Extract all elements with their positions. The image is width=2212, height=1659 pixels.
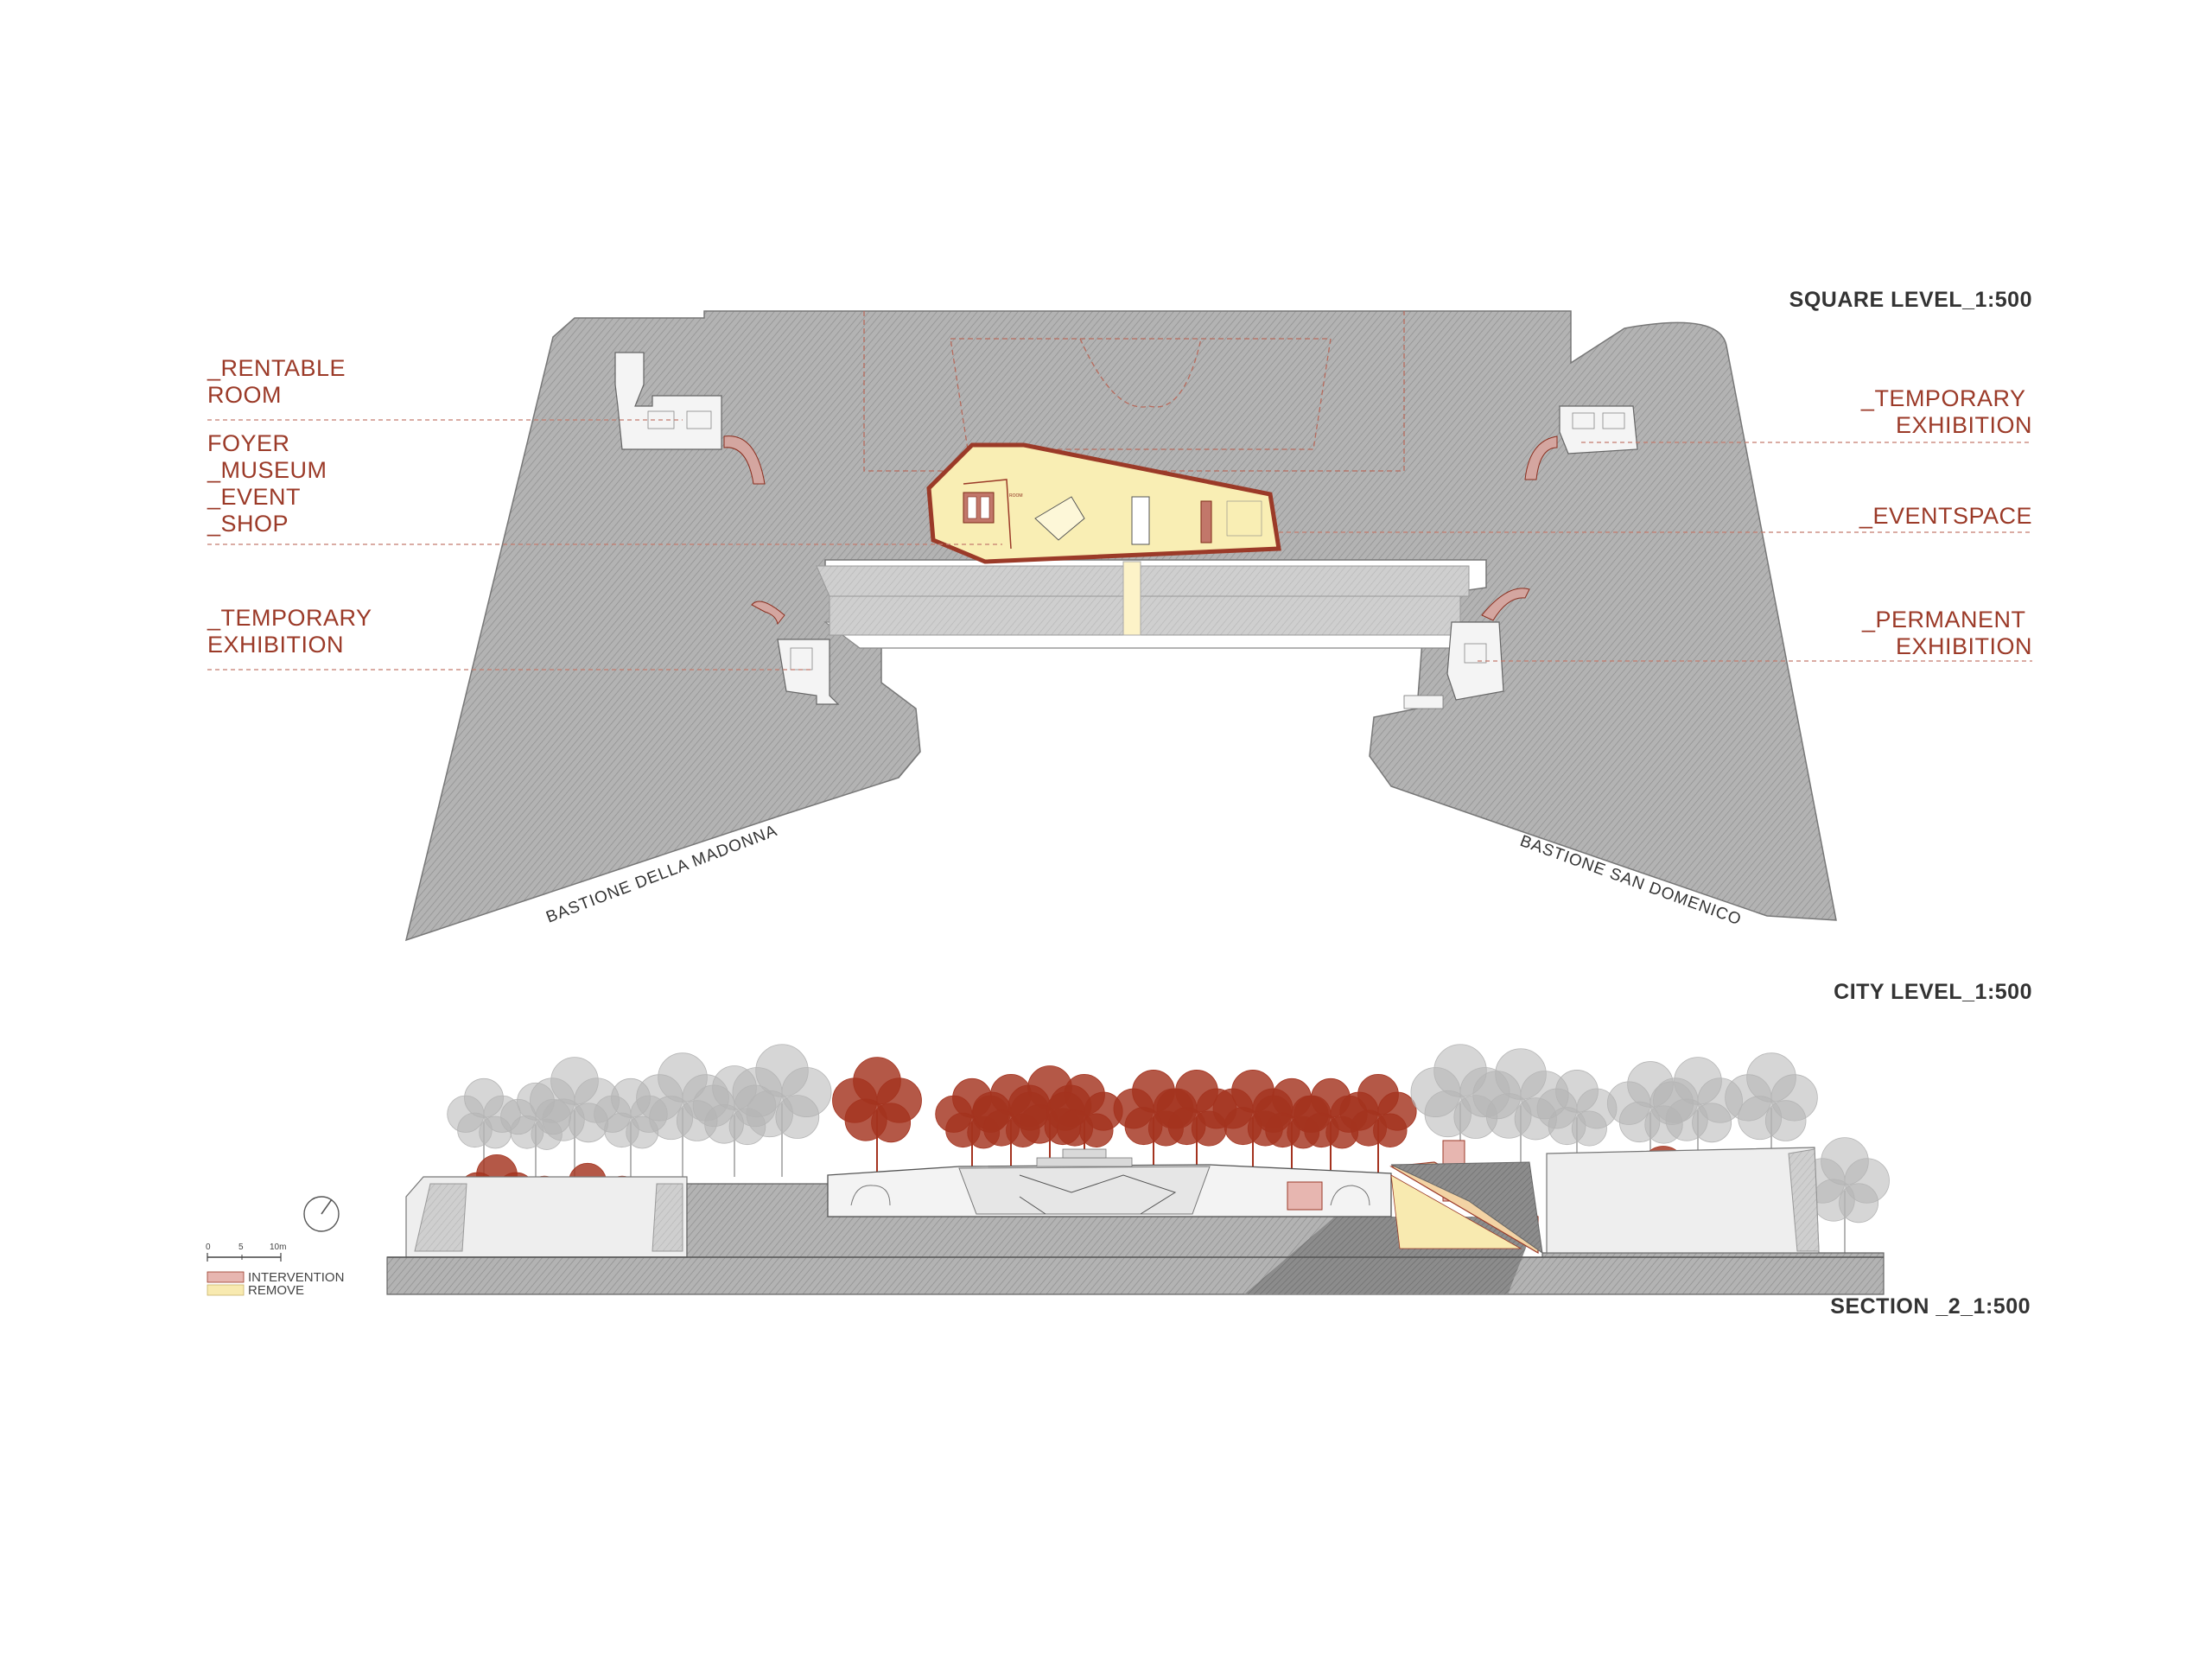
callout-leaders [207,419,2032,671]
gallery-corridor-lower [829,595,1124,636]
gallery-corridor [816,565,1470,597]
scale-bar: 0 5 10m [206,1243,286,1262]
piazza-markings [863,311,1405,472]
callout-temporary-exhibition-right: _TEMPORARY EXHIBITION [1860,385,2032,438]
callout-eventspace: _EVENTSPACE [1859,503,2032,529]
north-arrow [303,1196,340,1232]
legend-intervention-swatch [207,1271,245,1283]
section-tree [732,1044,832,1177]
scale-label-5: 5 [238,1243,244,1252]
site-plan: ROOM BASTIONE DELLA MADONNA BASTIONE SAN… [404,310,1837,942]
callout-foyer-museum-event-shop: FOYER _MUSEUM _EVENT _SHOP [207,430,334,537]
legend-remove-label: REMOVE [248,1283,304,1298]
callout-rentable-room: _RENTABLE ROOM [207,355,353,408]
scale-label-10m: 10m [270,1243,286,1252]
temporary-exhibition-left-plan [751,601,840,705]
section-tree [1653,1057,1743,1177]
permanent-exhibition-plan [1403,588,1530,709]
scale-label-0: 0 [206,1243,211,1252]
gallery-corridor-lower-right [1140,595,1461,636]
section-title: SECTION _2_1:500 [1830,1294,2031,1319]
section-tree [447,1077,521,1177]
city-level-title: CITY LEVEL_1:500 [1834,980,2032,1004]
callout-permanent-exhibition: _PERMANENT EXHIBITION [1861,607,2032,659]
section-drawing [386,1044,1890,1295]
section-tree [1725,1052,1818,1177]
central-intervention-plan: ROOM [926,442,1281,564]
legend-remove-swatch [207,1284,245,1296]
central-room-tag: ROOM [1009,493,1023,499]
section-tree [1046,1073,1123,1177]
section-tree [1536,1070,1618,1177]
ramp-yellow [1390,1174,1522,1249]
right-bastion-wall [1546,1147,1820,1254]
square-level-title: SQUARE LEVEL_1:500 [1789,288,2032,312]
section-tree [832,1057,922,1177]
entry-passage [1122,561,1141,636]
legend-intervention-label: INTERVENTION [248,1270,344,1285]
stepped-ramp [1389,1161,1539,1255]
section-tree [1339,1073,1417,1177]
fortress-mass [404,310,1837,942]
intervention-box [1287,1181,1323,1211]
legend: INTERVENTION REMOVE [207,1270,344,1298]
section-tree [530,1057,620,1177]
callout-temporary-exhibition-left: _TEMPORARY EXHIBITION [207,605,378,658]
temporary-exhibition-right-plan [1524,405,1638,480]
